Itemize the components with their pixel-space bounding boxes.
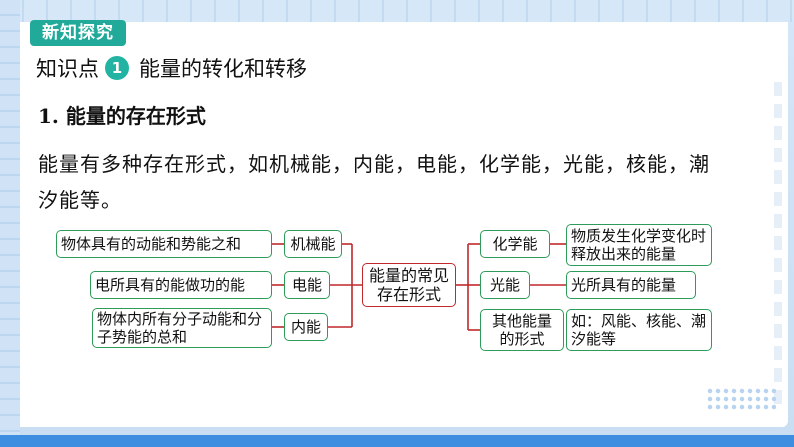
left-decor-strip bbox=[0, 0, 20, 447]
knowledge-point-heading: 知识点 1 能量的转化和转移 bbox=[36, 52, 307, 84]
other-energy-desc: 如：风能、核能、潮汐能等 bbox=[566, 309, 712, 351]
section-badge: 新知探究 bbox=[30, 20, 126, 46]
knowledge-point-number: 1 bbox=[105, 56, 129, 80]
chemical-energy-box: 化学能 bbox=[480, 230, 550, 258]
dots-decor bbox=[706, 387, 776, 411]
light-energy-desc: 光所具有的能量 bbox=[566, 271, 696, 299]
knowledge-point-title: 能量的转化和转移 bbox=[139, 57, 307, 81]
light-energy-box: 光能 bbox=[480, 271, 530, 299]
other-energy-box: 其他能量的形式 bbox=[480, 309, 564, 351]
internal-energy-desc: 物体内所有分子动能和分子势能的总和 bbox=[92, 308, 272, 348]
right-decor-bars bbox=[774, 82, 782, 412]
top-decor-strip bbox=[0, 0, 794, 22]
mechanical-energy-desc: 物体具有的动能和势能之和 bbox=[56, 230, 272, 258]
sub-heading: 1. 能量的存在形式 bbox=[38, 104, 206, 128]
body-paragraph: 能量有多种存在形式，如机械能，内能，电能，化学能，光能，核能，潮汐能等。 bbox=[38, 152, 710, 212]
content-panel bbox=[20, 22, 788, 427]
internal-energy-box: 内能 bbox=[284, 313, 328, 341]
energy-forms-center-box: 能量的常见存在形式 bbox=[362, 263, 456, 307]
mechanical-energy-box: 机械能 bbox=[284, 230, 342, 258]
knowledge-point-label: 知识点 bbox=[36, 57, 99, 81]
electric-energy-desc: 电所具有的能做功的能 bbox=[90, 271, 272, 299]
electric-energy-box: 电能 bbox=[284, 271, 330, 299]
bottom-decor-bar bbox=[0, 435, 794, 447]
chemical-energy-desc: 物质发生化学变化时释放出来的能量 bbox=[566, 224, 712, 266]
